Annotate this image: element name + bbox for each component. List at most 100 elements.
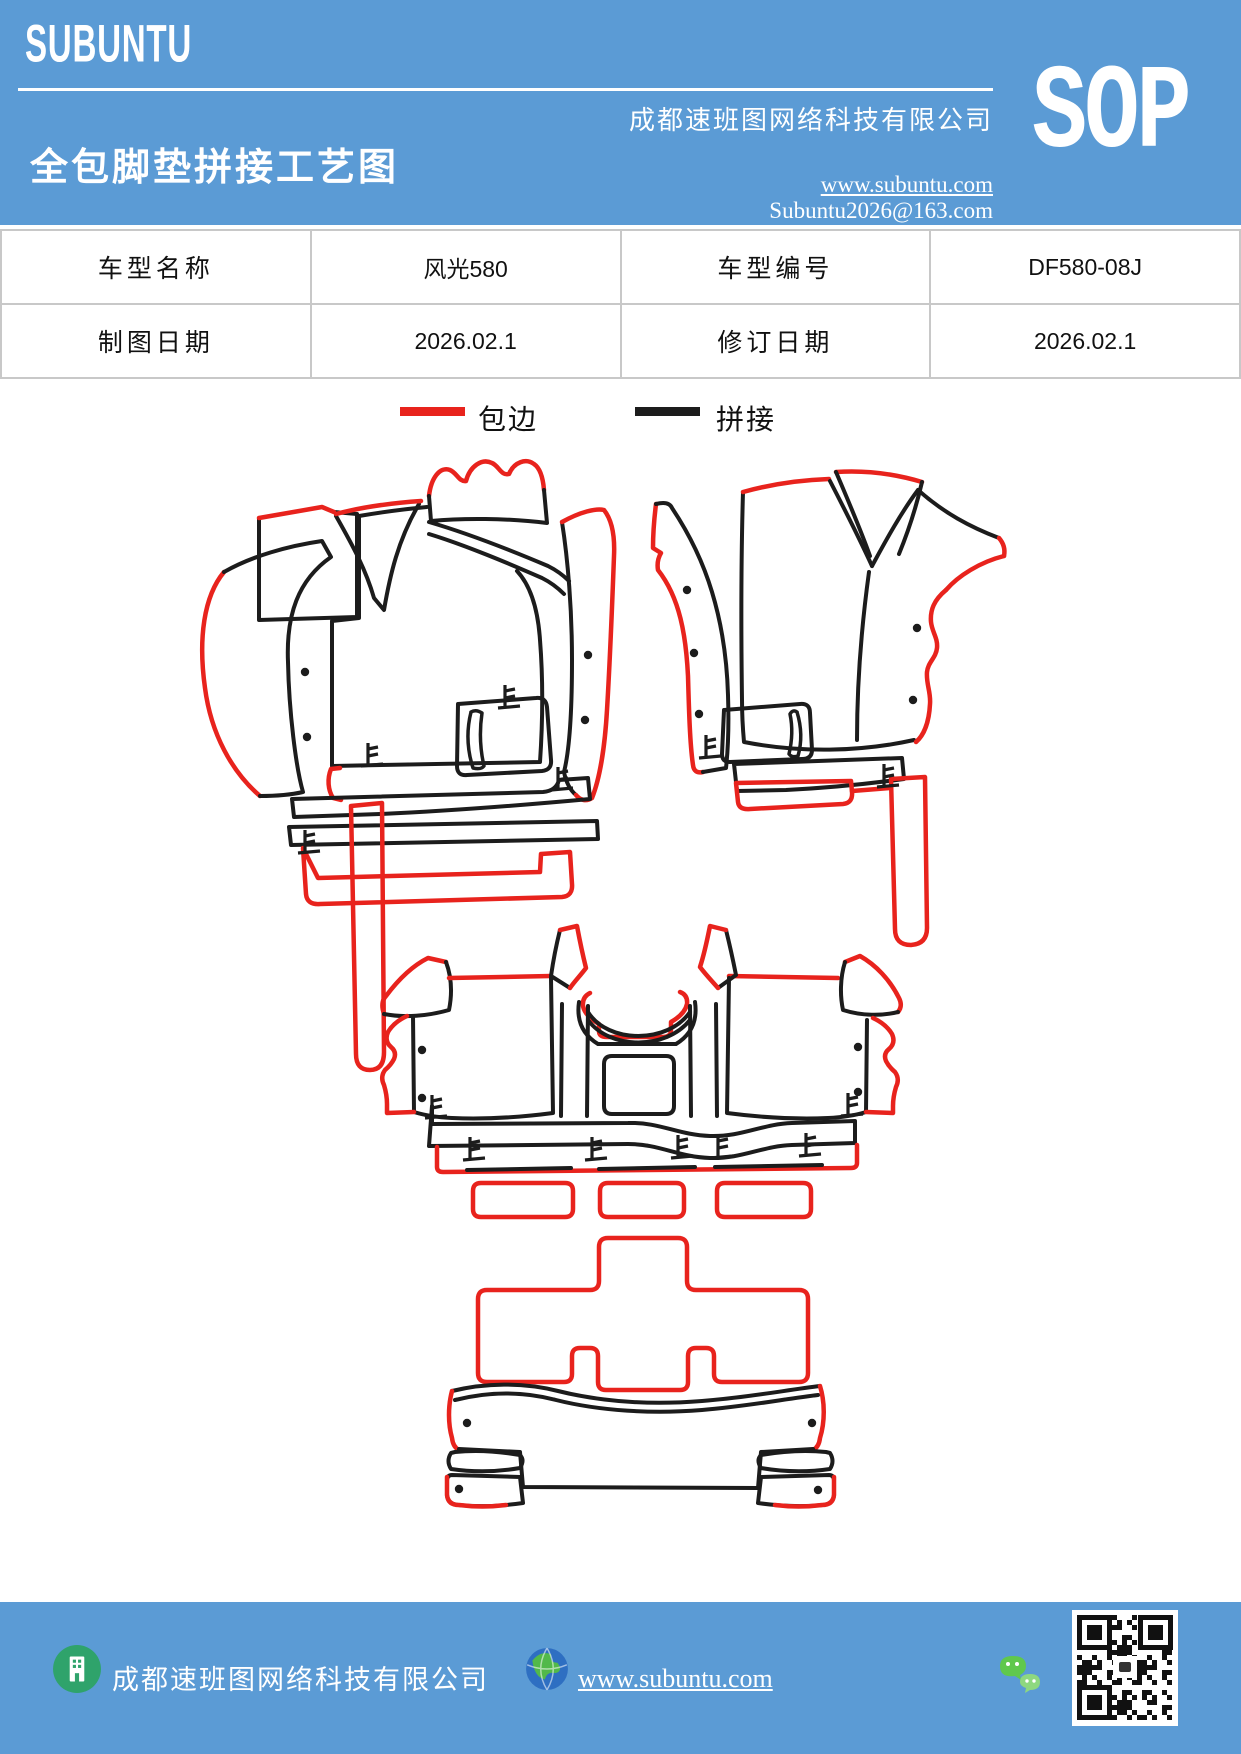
second-row-right-wing <box>838 960 900 1017</box>
stud-dot <box>689 648 699 658</box>
stud-dot <box>417 1093 427 1103</box>
building-icon <box>53 1645 101 1693</box>
front-right-side-piece-edge-red <box>650 501 706 775</box>
front-left-strip-1 <box>290 776 592 819</box>
stud-dot <box>682 585 692 595</box>
rear-band-bottom <box>457 1447 815 1490</box>
stud-dot <box>580 715 590 725</box>
front-right-v-left <box>828 479 874 568</box>
header-divider <box>18 88 993 91</box>
front-left-top-panel <box>257 510 359 622</box>
front-left-corner-curl-red <box>326 765 344 803</box>
binding-swatch-icon <box>400 407 465 416</box>
front-right-arm-tip-red <box>996 535 1007 559</box>
qr-code <box>1072 1610 1178 1726</box>
front-left-top-panel-edge-red <box>256 504 337 521</box>
sop-label: SOP <box>1032 46 1192 183</box>
clip-mark <box>360 743 384 768</box>
front-right-side-edge-red <box>913 587 949 745</box>
front-right-body <box>739 490 916 752</box>
second-row-right-tab <box>716 928 738 990</box>
model-code-value: DF580-08J <box>929 229 1241 305</box>
revise-date-value: 2026.02.1 <box>929 303 1241 379</box>
stud-dot <box>417 1045 427 1055</box>
second-row-top-left-red <box>446 973 554 981</box>
draw-date-value: 2026.02.1 <box>309 303 622 379</box>
front-left-rocker-strip-red <box>348 800 387 1073</box>
front-right-flap-link-red <box>849 785 893 794</box>
front-right-heel-pad-inner <box>787 709 803 759</box>
stud-dot <box>300 667 310 677</box>
second-row-left-edge-red <box>380 1013 417 1116</box>
front-left-v-flap <box>334 502 421 612</box>
clip-mark <box>798 1133 822 1158</box>
second-row-pad-2-red <box>597 1180 687 1220</box>
second-row-tunnel-arch-1 <box>586 1010 692 1038</box>
rear-band-top-1 <box>450 1382 822 1405</box>
stud-dot <box>694 709 704 719</box>
front-left-body <box>330 516 545 768</box>
rear-flap-left-edge-red <box>444 1474 509 1509</box>
front-left-arm-edge-red <box>199 569 263 799</box>
table-row: 车型名称 风光580 车型编号 DF580-08J <box>0 229 1241 305</box>
front-left-crown-edge-red <box>426 459 547 499</box>
clip-mark <box>584 1137 608 1162</box>
globe-icon <box>526 1647 568 1691</box>
front-left-strip-2 <box>287 819 600 847</box>
front-right-flap-red <box>733 778 855 812</box>
second-row-tunnel-rails <box>559 1002 719 1118</box>
website-link[interactable]: www.subuntu.com <box>820 172 993 197</box>
clip-mark <box>710 1135 734 1160</box>
front-left-side-piece <box>560 520 578 797</box>
second-row-left-tab-edge-red <box>557 923 589 991</box>
second-row-right-edge-red <box>863 1015 900 1116</box>
clip-mark <box>462 1137 486 1162</box>
header-banner: SUBUNTU 成都速班图网络科技有限公司 SOP 全包脚垫拼接工艺图 www.… <box>0 0 1241 225</box>
stud-dot <box>807 1418 817 1428</box>
splice-swatch-icon <box>635 407 700 416</box>
clip-mark <box>297 830 321 855</box>
brand-logo: SUBUNTU <box>25 13 192 73</box>
model-code-label: 车型编号 <box>619 229 932 305</box>
rear-band-left-red <box>446 1388 462 1453</box>
stud-dot <box>853 1087 863 1097</box>
front-left-flap-red <box>300 845 575 907</box>
front-right-body-top-red <box>740 476 832 495</box>
company-name: 成都速班图网络科技有限公司 <box>628 106 993 135</box>
front-left-crown <box>427 488 549 525</box>
front-right-v-right <box>870 488 920 568</box>
stud-dot <box>908 695 918 705</box>
stud-dot <box>583 650 593 660</box>
front-left-arch-seam-1 <box>427 520 571 583</box>
clip-mark <box>670 1135 694 1160</box>
second-row-right-wing-edge-red <box>842 953 903 1015</box>
clip-mark <box>876 764 900 789</box>
revise-date-label: 修订日期 <box>619 303 932 379</box>
second-row-tunnel-inner <box>602 1054 676 1116</box>
second-row-right-tab-edge-red <box>697 923 729 991</box>
stud-dot <box>454 1484 464 1494</box>
table-row: 制图日期 2026.02.1 修订日期 2026.02.1 <box>0 303 1241 379</box>
stud-dot <box>813 1485 823 1495</box>
stud-dot <box>302 732 312 742</box>
second-row-left-wing-edge-red <box>380 955 449 1017</box>
second-row-left-wing <box>382 960 453 1019</box>
footer-banner: 成都速班图网络科技有限公司 www.subuntu.com <box>0 1602 1241 1754</box>
second-row-right-panel <box>725 976 869 1121</box>
second-row-saddle-outer <box>576 1000 698 1046</box>
footer-website-link[interactable]: www.subuntu.com <box>578 1664 773 1693</box>
clip-mark <box>424 1095 448 1120</box>
model-name-value: 风光580 <box>309 229 622 305</box>
second-row-pad-1-red <box>470 1180 576 1220</box>
rear-flap-left-lip <box>446 1449 525 1474</box>
page-title: 全包脚垫拼接工艺图 <box>30 147 400 189</box>
front-left-side-piece-edge-red <box>559 507 617 803</box>
front-right-arm-bottom-red <box>943 553 1007 593</box>
front-left-arch-seam-2 <box>427 532 566 596</box>
rear-flap-left <box>445 1473 525 1509</box>
front-right-heel-pad <box>720 701 814 764</box>
footer-company-name: 成都速班图网络科技有限公司 <box>112 1665 489 1695</box>
rear-flap-right-edge-red <box>772 1474 837 1509</box>
second-row-saddle-red <box>580 989 690 1040</box>
